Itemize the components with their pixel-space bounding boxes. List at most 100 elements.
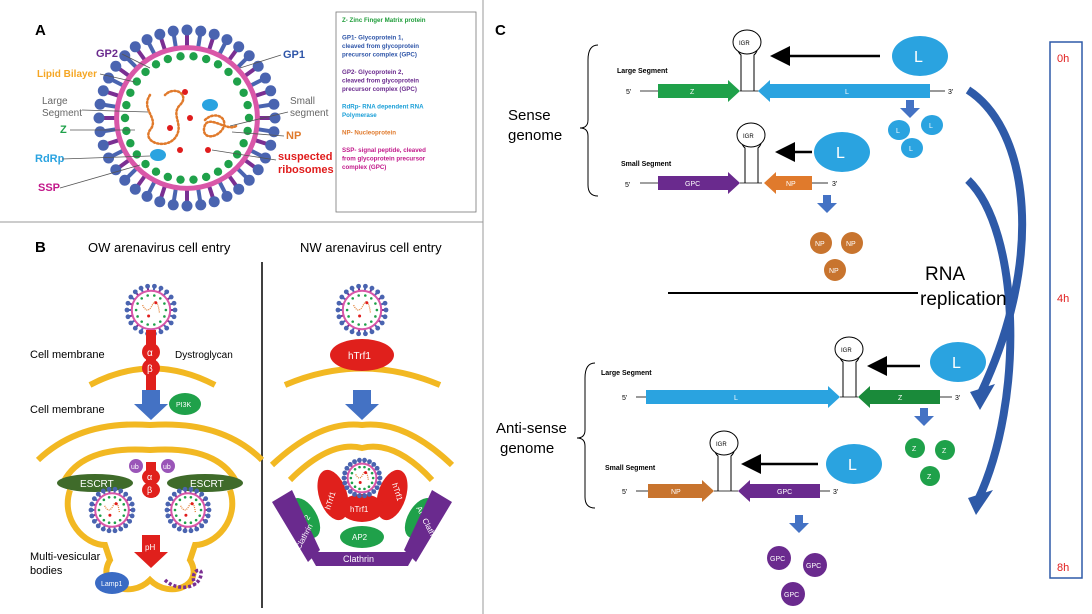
antisense-small-igr-label: IGR bbox=[716, 442, 727, 448]
sense-bracket bbox=[579, 44, 599, 197]
ap2-center bbox=[340, 526, 384, 548]
rdrp-polymerase bbox=[202, 99, 218, 111]
label-rdrp: RdRp bbox=[35, 153, 65, 165]
endosome-membrane-inner bbox=[59, 446, 241, 487]
sense-small-igr-label: IGR bbox=[743, 134, 754, 140]
beta-label: β bbox=[147, 364, 153, 375]
antisense-small-3: 3' bbox=[833, 489, 838, 496]
legend-item-text: GP2- Glycoprotein 2, bbox=[342, 69, 403, 76]
antisense-large-z-label: Z bbox=[898, 395, 903, 402]
sense-small-5: 5' bbox=[625, 182, 630, 189]
sense-large-igr-loop bbox=[732, 29, 762, 55]
sense-large-l-label: L bbox=[845, 89, 849, 96]
nw-pit-inner bbox=[287, 443, 435, 483]
legend-item-text: GP1- Glycoprotein 1, bbox=[342, 35, 403, 42]
antisense-small-gpc-gene bbox=[738, 480, 820, 502]
entry-arrow-nw bbox=[345, 390, 379, 420]
antisense-small-igr-loop bbox=[709, 430, 739, 456]
np-protein-label: NP bbox=[815, 241, 825, 248]
small-segment-rnp bbox=[202, 114, 238, 138]
gpc-protein-label: GPC bbox=[806, 563, 821, 570]
legend-item-text: cleaved from glycoprotein bbox=[342, 43, 419, 50]
beta-endosome-label: β bbox=[147, 485, 152, 495]
gpc-protein-label: GPC bbox=[770, 556, 785, 563]
legend-item-text: Z- Zinc Finger Matrix protein bbox=[342, 17, 426, 24]
z-protein-label: Z bbox=[927, 474, 932, 481]
ubiquitin-left bbox=[129, 459, 143, 473]
clathrin-bottom-label: Clathrin bbox=[343, 554, 374, 564]
nw-title: NW arenavirus cell entry bbox=[300, 240, 442, 255]
legend-item-text: cleaved from glycoprotein bbox=[342, 78, 419, 85]
sense-large-l-protein bbox=[892, 36, 948, 76]
sense-large-igr-label: IGR bbox=[739, 41, 750, 47]
sense-large-l-gene bbox=[758, 80, 930, 102]
mvb-virion-left bbox=[88, 486, 136, 534]
beta-dystroglycan bbox=[142, 359, 160, 377]
z-protein-label: Z bbox=[912, 446, 917, 453]
label-ssp: SSP bbox=[38, 182, 60, 194]
antisense-large-z-gene bbox=[858, 386, 940, 408]
htrf1-label: hTrf1 bbox=[348, 351, 371, 362]
antisense-small-np-label: NP bbox=[671, 489, 681, 496]
time-arrow-1-head bbox=[970, 384, 995, 410]
htrf1-center bbox=[340, 494, 384, 522]
l-protein-label: L bbox=[929, 123, 933, 130]
legend-item-text: Polymerase bbox=[342, 112, 377, 119]
time-arrow-1 bbox=[965, 86, 1027, 397]
rna-replication-1: RNA bbox=[925, 264, 965, 285]
cell-membrane-label-1: Cell membrane bbox=[30, 349, 105, 361]
time-arrow-2-head bbox=[968, 490, 993, 515]
rna-replication-2: replication bbox=[920, 289, 1007, 310]
alpha-dystroglycan bbox=[142, 343, 160, 361]
legend-item-text: from glycoprotein precursor bbox=[342, 156, 426, 163]
legend-item-text: NP- Nucleoprotein bbox=[342, 130, 396, 137]
sense-large-5: 5' bbox=[626, 89, 631, 96]
antisense-large-3: 3' bbox=[955, 395, 960, 402]
rdrp-polymerase bbox=[150, 149, 166, 161]
timeline-bar bbox=[1049, 41, 1083, 579]
antisense-large-l-protein bbox=[930, 342, 986, 382]
label-small-segment-2: segment bbox=[290, 108, 329, 119]
panel-letter-a: A bbox=[35, 22, 46, 39]
antisense-small-np-gene bbox=[648, 480, 714, 502]
ph-arrow bbox=[134, 535, 168, 568]
escrt-left-label: ESCRT bbox=[80, 479, 114, 490]
panel-letter-b: B bbox=[35, 239, 46, 256]
antisense-small-title: Small Segment bbox=[605, 465, 656, 472]
pi3k bbox=[169, 393, 201, 415]
multivesicular-body bbox=[64, 489, 236, 593]
antisense-small-l-protein-label: L bbox=[848, 457, 857, 474]
ow-virion bbox=[124, 283, 178, 337]
legend-item-text: RdRp- RNA dependent RNA bbox=[342, 104, 424, 111]
mvb-virion-right bbox=[164, 486, 212, 534]
alpha-endosome bbox=[142, 469, 160, 485]
nw-pit-virion bbox=[341, 457, 383, 499]
label-large-segment-1: Large bbox=[42, 96, 68, 107]
ph-label: pH bbox=[145, 543, 155, 552]
l-protein-label: L bbox=[896, 128, 900, 135]
panel-letter-c: C bbox=[495, 22, 506, 39]
ub-left-label: ub bbox=[131, 464, 139, 471]
sense-large-l-protein-label: L bbox=[914, 49, 923, 66]
virion-diagram bbox=[93, 24, 281, 212]
label-lipid-bilayer: Lipid Bilayer bbox=[37, 69, 97, 80]
legend-item-text: SSP- signal peptide, cleaved bbox=[342, 147, 426, 154]
np-protein-label: NP bbox=[829, 268, 839, 275]
ap2-center-label: AP2 bbox=[352, 533, 368, 542]
z-proteins-produced: Z Z Z bbox=[905, 438, 955, 486]
gpc-protein-label: GPC bbox=[784, 592, 799, 599]
clathrin-right bbox=[404, 490, 452, 562]
sense-large-3: 3' bbox=[948, 89, 953, 96]
sense-small-l-protein-label: L bbox=[836, 145, 845, 162]
antisense-small-l-protein bbox=[826, 444, 882, 484]
sense-small-3: 3' bbox=[832, 181, 837, 188]
sense-l-translate-arrow bbox=[900, 100, 920, 118]
antisense-z-translate-arrow bbox=[914, 408, 934, 426]
time-8h: 8h bbox=[1057, 562, 1069, 574]
antisense-large-5: 5' bbox=[622, 395, 627, 402]
l-protein-label: L bbox=[909, 146, 913, 153]
legend-box bbox=[335, 11, 477, 213]
lamp1-label: Lamp1 bbox=[101, 581, 123, 588]
sense-label-2: genome bbox=[508, 127, 562, 144]
antisense-large-title: Large Segment bbox=[601, 370, 652, 377]
